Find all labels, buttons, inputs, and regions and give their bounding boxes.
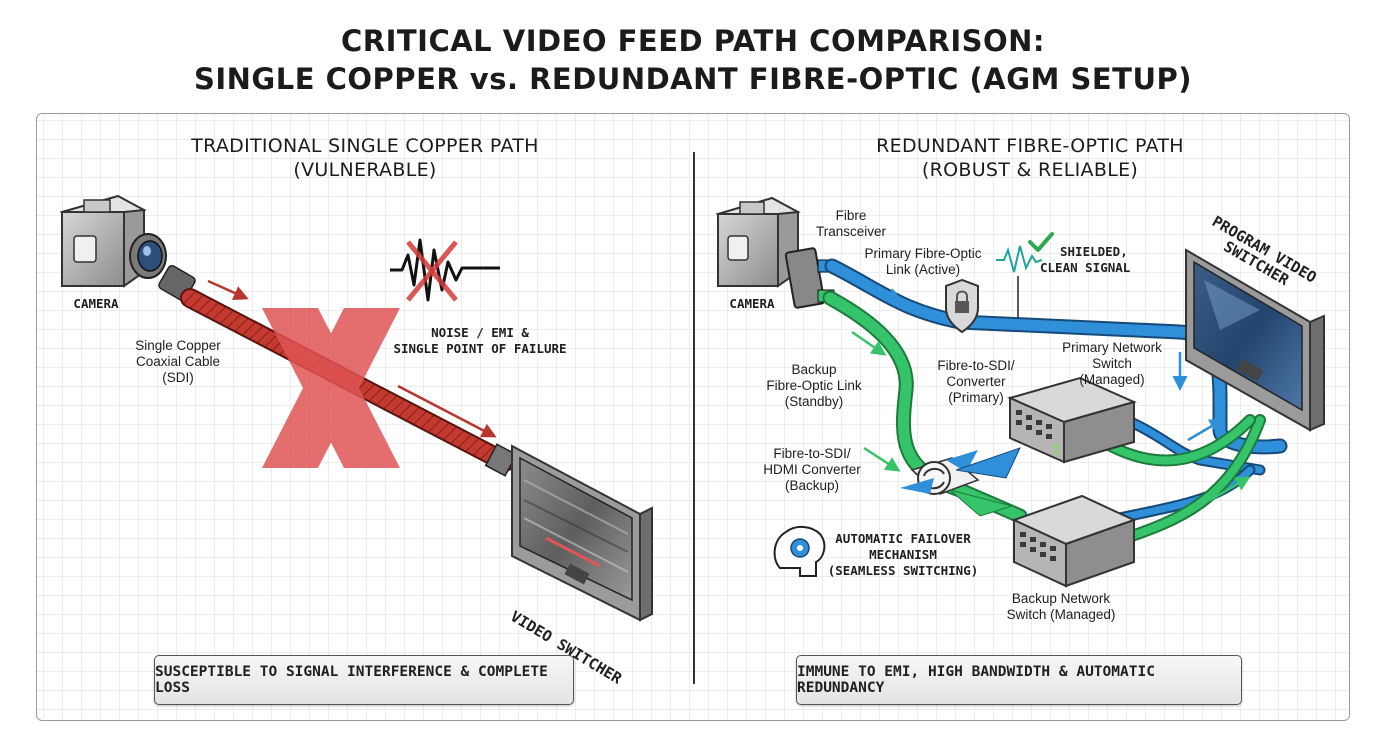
failover-label-line-2: MECHANISM: [869, 547, 937, 562]
shielded-label: SHIELDED, CLEAN SIGNAL: [1040, 244, 1150, 276]
transceiver-label: Fibre Transceiver: [806, 208, 896, 240]
backup-switch-label: Backup Network Switch (Managed): [996, 591, 1126, 623]
primary-converter-label-line-2: Converter: [946, 374, 1006, 389]
backup-link-label: Backup Fibre-Optic Link (Standby): [754, 362, 874, 410]
right-heading-line-1: REDUNDANT FIBRE-OPTIC PATH: [876, 135, 1184, 157]
transceiver-label-line-1: Fibre: [835, 208, 867, 223]
shielded-label-line-1: SHIELDED,: [1060, 244, 1128, 259]
backup-switch-label-line-2: Switch (Managed): [1006, 607, 1116, 622]
failover-switch-icon: [900, 447, 1021, 517]
backup-converter-label: Fibre-to-SDI/ HDMI Converter (Backup): [752, 446, 872, 494]
right-heading: REDUNDANT FIBRE-OPTIC PATH (ROBUST & REL…: [820, 134, 1240, 182]
clean-signal-icon: [996, 245, 1043, 318]
backup-converter-label-line-3: (Backup): [784, 478, 840, 493]
backup-link-label-line-1: Backup: [791, 362, 837, 377]
backup-converter-label-line-1: Fibre-to-SDI/: [773, 446, 851, 461]
page-title: CRITICAL VIDEO FEED PATH COMPARISON: SIN…: [0, 22, 1386, 98]
right-heading-line-2: (ROBUST & RELIABLE): [921, 159, 1139, 181]
backup-arrow-3: [1209, 476, 1251, 502]
left-heading-line-2: (VULNERABLE): [293, 159, 437, 181]
monitor-icon: [511, 444, 653, 622]
right-camera-label: CAMERA: [729, 296, 775, 311]
right-footer: IMMUNE TO EMI, HIGH BANDWIDTH & AUTOMATI…: [796, 655, 1242, 705]
backup-link-label-line-2: Fibre-Optic Link: [766, 378, 862, 393]
failover-label: AUTOMATIC FAILOVER MECHANISM (SEAMLESS S…: [818, 531, 988, 579]
primary-switch-label: Primary Network Switch (Managed): [1052, 340, 1172, 388]
primary-converter-label-line-1: Fibre-to-SDI/: [937, 358, 1015, 373]
noise-label-line-2: SINGLE POINT OF FAILURE: [393, 341, 567, 356]
lock-icon: [945, 278, 979, 334]
primary-switch-label-line-1: Primary Network: [1062, 340, 1162, 355]
title-line-1: CRITICAL VIDEO FEED PATH COMPARISON:: [340, 24, 1046, 58]
backup-arrow-2: [863, 446, 901, 472]
primary-converter-label-line-3: (Primary): [948, 390, 1004, 405]
backup-converter-label-line-2: HDMI Converter: [763, 462, 861, 477]
primary-link-label: Primary Fibre-Optic Link (Active): [848, 246, 998, 278]
primary-arrow-1: [857, 278, 903, 302]
program-monitor-icon: [1185, 248, 1325, 432]
copper-cable-label-line-1: Single Copper: [135, 338, 221, 353]
primary-switch-label-line-2: Switch: [1092, 356, 1132, 371]
panel-divider: [693, 152, 695, 684]
primary-link-label-line-2: Link (Active): [885, 262, 961, 277]
left-heading-line-1: TRADITIONAL SINGLE COPPER PATH: [191, 135, 539, 157]
camera-icon-right: [715, 196, 835, 309]
noise-label-line-1: NOISE / EMI &: [431, 325, 529, 340]
copper-cable-label-line-3: (SDI): [162, 370, 194, 385]
failover-label-line-1: AUTOMATIC FAILOVER: [835, 531, 971, 546]
primary-arrow-3: [1187, 418, 1225, 442]
camera-icon: [59, 194, 196, 302]
noise-label: NOISE / EMI & SINGLE POINT OF FAILURE: [380, 325, 580, 357]
noise-waveform-icon: [390, 238, 500, 302]
shielded-label-line-2: CLEAN SIGNAL: [1040, 260, 1131, 275]
copper-cable-label: Single Copper Coaxial Cable (SDI): [118, 338, 238, 386]
backup-arrow-1: [851, 330, 887, 356]
left-footer: SUSCEPTIBLE TO SIGNAL INTERFERENCE & COM…: [154, 655, 574, 705]
signal-arrow-1: [207, 279, 249, 300]
left-camera-label: CAMERA: [73, 296, 119, 311]
primary-switch-label-line-3: (Managed): [1079, 372, 1145, 387]
transceiver-label-line-2: Transceiver: [815, 224, 887, 239]
red-x-icon: [262, 308, 400, 468]
network-switch-icon: [1007, 376, 1137, 464]
primary-link-label-line-1: Primary Fibre-Optic: [864, 246, 982, 261]
checkmark-icon: [1028, 232, 1054, 252]
brain-gear-icon: [773, 526, 826, 577]
failover-label-line-3: (SEAMLESS SWITCHING): [827, 563, 979, 578]
signal-arrow-2: [397, 384, 497, 438]
primary-converter-label: Fibre-to-SDI/ Converter (Primary): [918, 358, 1034, 406]
backup-switch-label-line-1: Backup Network: [1011, 591, 1111, 606]
title-line-2: SINGLE COPPER vs. REDUNDANT FIBRE-OPTIC …: [193, 62, 1193, 96]
left-heading: TRADITIONAL SINGLE COPPER PATH (VULNERAB…: [150, 134, 580, 182]
copper-cable-label-line-2: Coaxial Cable: [135, 354, 221, 369]
backup-link-label-line-3: (Standby): [784, 394, 844, 409]
network-switch-icon-backup: [1011, 494, 1137, 588]
